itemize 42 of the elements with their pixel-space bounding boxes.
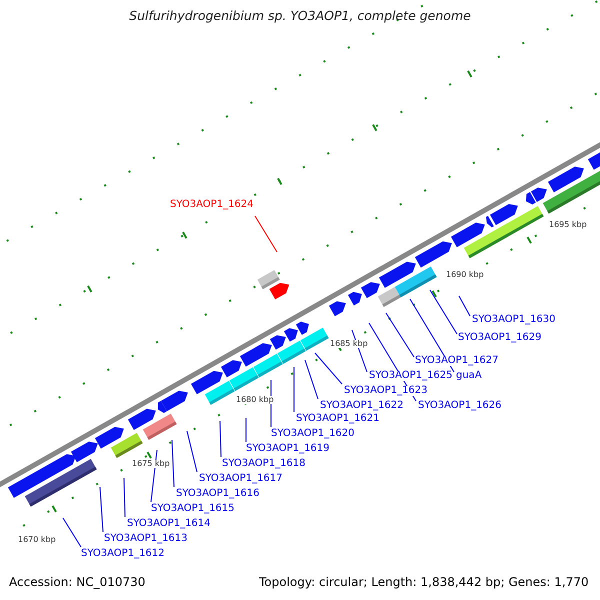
leader-line <box>430 290 458 334</box>
gene-label: SYO3AOP1_1614 <box>127 519 211 529</box>
leader-line <box>186 430 198 472</box>
leader-line <box>220 420 222 458</box>
scale-label: 1680 kbp <box>236 396 274 404</box>
leader-line <box>172 440 174 488</box>
leader-line <box>100 486 104 532</box>
gene-label: SYO3AOP1_1625 <box>369 371 453 381</box>
leader-line <box>314 352 342 384</box>
gene-label: SYO3AOP1_1617 <box>199 474 283 484</box>
footer-note: Accession: NC_010730 <box>9 576 146 588</box>
gene-label: SYO3AOP1_1626 <box>418 401 502 411</box>
gene-label: guaA <box>456 371 482 381</box>
gene-label: SYO3AOP1_1622 <box>320 401 404 411</box>
gene-label: SYO3AOP1_1615 <box>151 504 235 514</box>
leader-line <box>124 478 126 518</box>
leader-line <box>458 296 470 316</box>
leader-line <box>386 312 414 358</box>
scale-label: 1685 kbp <box>330 340 368 348</box>
scale-label: 1690 kbp <box>446 271 484 279</box>
gene-label: SYO3AOP1_1627 <box>415 356 499 366</box>
gene-label: SYO3AOP1_1619 <box>246 444 330 454</box>
leader-line <box>352 330 368 372</box>
gene-label: SYO3AOP1_1612 <box>81 549 165 559</box>
gene-label: SYO3AOP1_1629 <box>458 333 542 343</box>
gene-label: SYO3AOP1_1620 <box>271 429 355 439</box>
gene-label: SYO3AOP1_1616 <box>176 489 260 499</box>
gene-label: SYO3AOP1_1624 <box>170 200 254 210</box>
leader-line <box>62 518 82 548</box>
gene-label: SYO3AOP1_1623 <box>344 386 428 396</box>
leader-line <box>410 298 454 372</box>
leader-line <box>304 360 318 400</box>
scale-label: 1675 kbp <box>132 460 170 468</box>
scale-label: 1670 kbp <box>18 536 56 544</box>
title: Sulfurihydrogenibium sp. YO3AOP1, complete genome <box>128 10 472 22</box>
footer-note: Topology: circular; Length: 1,838,442 bp; Genes: 1,770 <box>259 576 589 588</box>
gene-label: SYO3AOP1_1621 <box>296 414 380 424</box>
leader-line <box>254 216 278 252</box>
gene-label: SYO3AOP1_1613 <box>104 534 188 544</box>
gene-label: SYO3AOP1_1630 <box>472 315 556 325</box>
scale-label: 1695 kbp <box>549 221 587 229</box>
gene-label: SYO3AOP1_1618 <box>222 459 306 469</box>
